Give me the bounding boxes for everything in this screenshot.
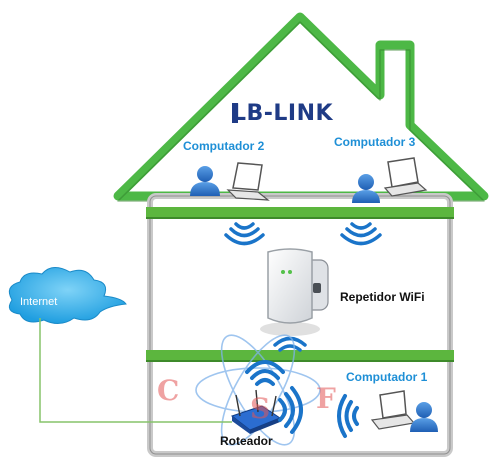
laptop-icon bbox=[226, 162, 270, 201]
internet-cable bbox=[39, 318, 232, 423]
computer-1-label: Computador 1 bbox=[346, 370, 428, 384]
internet-label: Internet bbox=[20, 296, 58, 308]
computer-3-group bbox=[352, 157, 428, 203]
wifi-repeater-icon bbox=[260, 248, 329, 336]
laptop-icon bbox=[370, 390, 416, 430]
computer-2-group bbox=[190, 162, 270, 201]
wifi-signal-icon bbox=[337, 394, 359, 438]
computer-2-label: Computador 2 bbox=[183, 139, 265, 153]
watermark-letter: F bbox=[316, 382, 336, 415]
person-icon bbox=[410, 402, 438, 432]
computer-3-label: Computador 3 bbox=[334, 135, 416, 149]
wifi-signal-icon bbox=[340, 222, 382, 246]
wifi-signal-icon bbox=[224, 222, 265, 246]
repeater-label: Repetidor WiFi bbox=[340, 290, 425, 304]
router-label: Roteador bbox=[220, 434, 273, 448]
brand-logo-mark bbox=[232, 103, 238, 123]
person-icon bbox=[190, 166, 220, 196]
watermark-letter: S bbox=[250, 392, 271, 425]
laptop-icon bbox=[383, 157, 428, 197]
person-icon bbox=[352, 174, 380, 203]
router-icon bbox=[230, 389, 282, 434]
floor-bar-middle bbox=[146, 350, 454, 362]
cloud-icon bbox=[8, 267, 127, 324]
computer-1-group bbox=[337, 390, 438, 438]
wifi-signal-icon bbox=[273, 336, 307, 352]
wifi-signal-icon bbox=[245, 360, 303, 434]
house-outline bbox=[113, 12, 489, 457]
watermark-letter: C bbox=[157, 374, 180, 407]
brand-logo: LB-LINK bbox=[232, 101, 334, 126]
floor-bar-top bbox=[146, 207, 454, 219]
